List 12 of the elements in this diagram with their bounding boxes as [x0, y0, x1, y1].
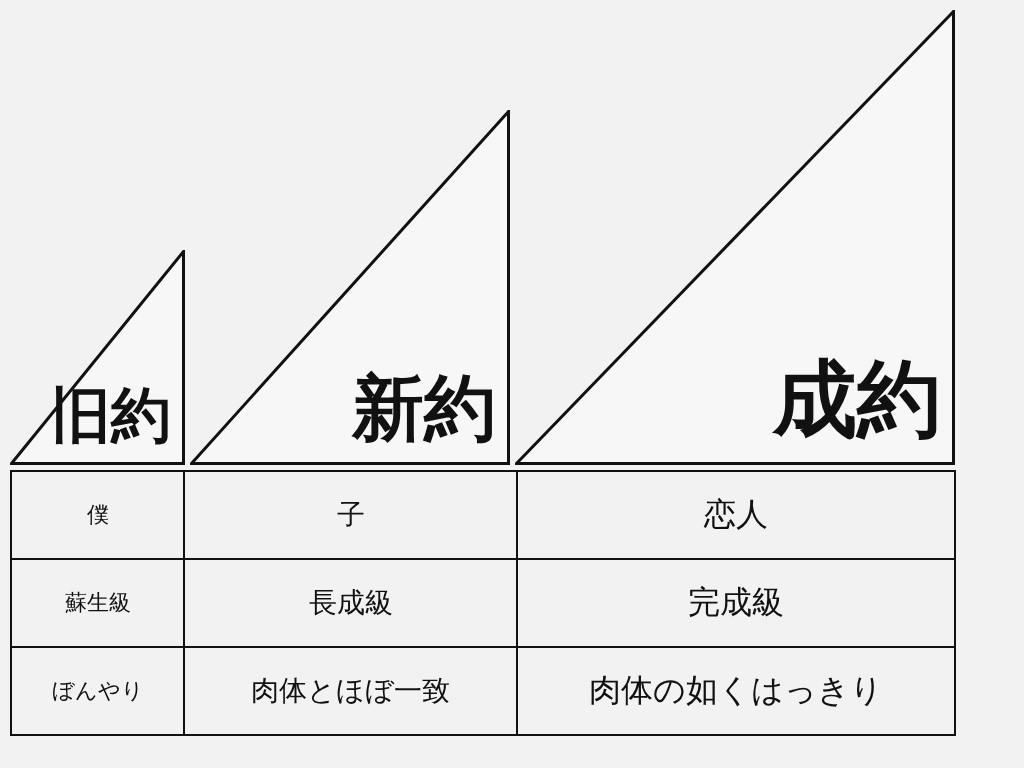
table-cell: ぼんやり	[11, 647, 184, 735]
table-cell: 肉体の如くはっきり	[517, 647, 955, 735]
heading-text: 旧約	[51, 379, 171, 452]
table-cell: 蘇生級	[11, 559, 184, 647]
heading-text: 成約	[773, 349, 941, 450]
heading-text: 新約	[352, 365, 496, 452]
table-cell: 長成級	[184, 559, 517, 647]
table-cell: 肉体とほぼ一致	[184, 647, 517, 735]
table-cell: 恋人	[517, 471, 955, 559]
table-cell: 完成級	[517, 559, 955, 647]
table-cell: 僕	[11, 471, 184, 559]
table-cell: 子	[184, 471, 517, 559]
